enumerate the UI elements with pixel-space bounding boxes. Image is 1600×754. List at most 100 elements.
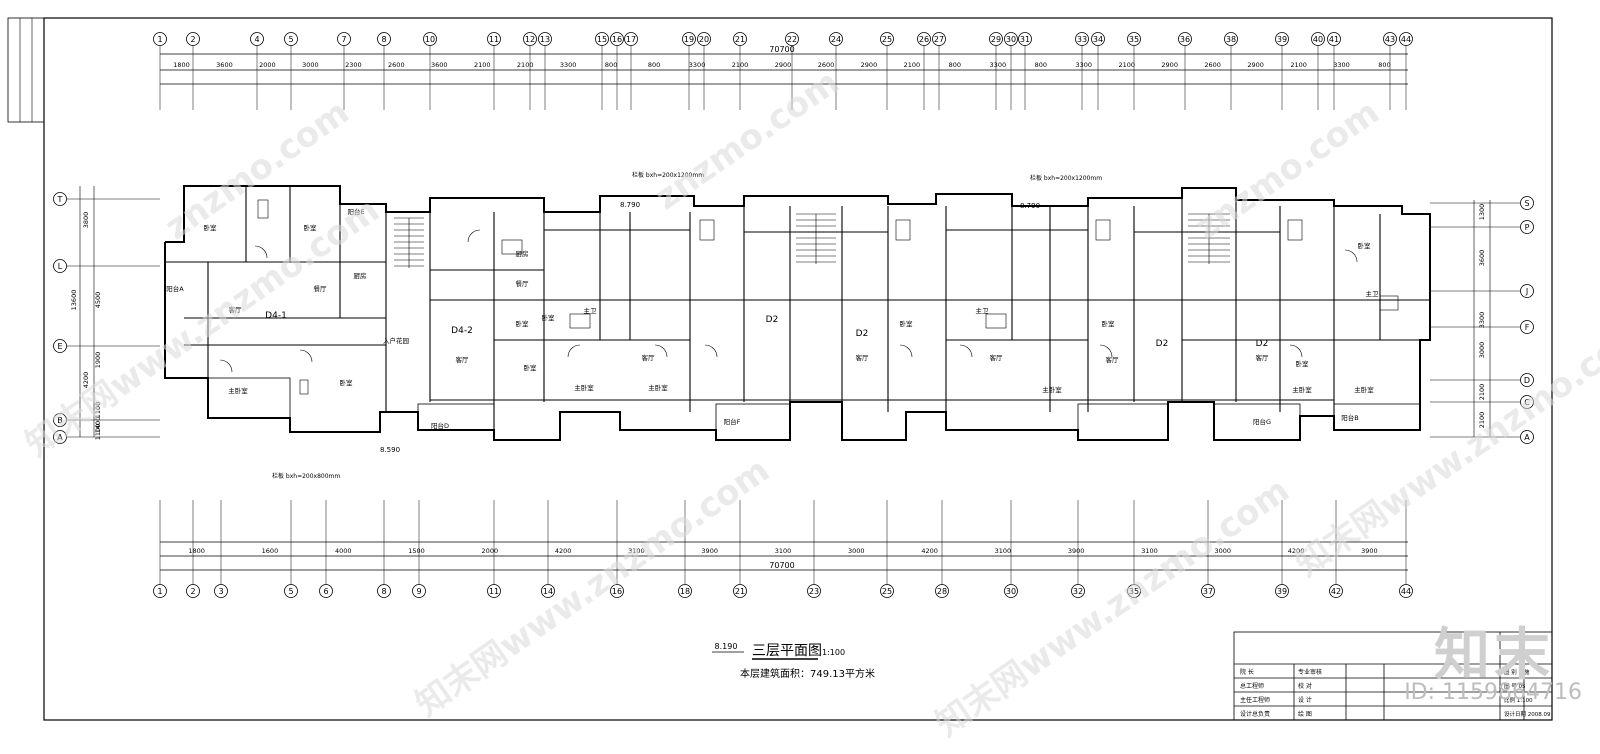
room-label: 主卧室	[574, 383, 594, 392]
right-axis-label: F	[1525, 323, 1530, 332]
top-axis-label: 2	[190, 35, 195, 44]
room-labels: 卧室卧室客厅D4-1主卧室卧室厨房餐厅阳台E阳台A入户花园D4-2客厅卧室卧室主…	[166, 207, 1379, 430]
bottom-axis-label: 28	[937, 587, 947, 596]
right-dimension-value: 3300	[1478, 312, 1486, 329]
tb-row-0-right: 专业审核	[1298, 668, 1322, 676]
top-dimension-value: 2900	[861, 61, 878, 69]
top-dimension-value: 3000	[302, 61, 319, 69]
top-dimension-value: 2900	[1247, 61, 1264, 69]
top-axis-label: 40	[1313, 35, 1323, 44]
room-label: 餐厅	[516, 279, 530, 288]
bottom-axis-label: 16	[612, 587, 622, 596]
top-axis-label: 25	[882, 35, 892, 44]
top-axis-label: 44	[1401, 35, 1411, 44]
room-label: 主卧室	[648, 383, 668, 392]
top-dimension-value: 800	[648, 61, 660, 69]
room-label: 客厅	[229, 305, 243, 314]
top-dimension-value: 1800	[173, 61, 190, 69]
tb-row-3-left: 设计总负责	[1240, 710, 1270, 718]
top-axis-label: 1	[157, 35, 162, 44]
room-label: 阳台D	[431, 421, 449, 430]
tb-row-1-left: 总工程师	[1240, 682, 1264, 690]
bottom-dimension-value: 3100	[628, 547, 645, 555]
drawing-scale: 1:100	[822, 648, 845, 657]
top-axis-label: 15	[597, 35, 607, 44]
top-dimension-value: 3300	[1075, 61, 1092, 69]
railing-note-3: 栏板 bxh=200x800mm	[272, 472, 340, 480]
left-dimension-value: 3800	[82, 212, 90, 229]
railing-note-2: 栏板 bxh=200x1200mm	[1030, 174, 1102, 182]
room-label: 客厅	[1106, 355, 1120, 364]
right-axis-bubble	[1520, 196, 1534, 210]
bottom-axis-label: 30	[1006, 587, 1016, 596]
right-axis-label: D	[1524, 376, 1530, 385]
top-dimension-value: 2600	[388, 61, 405, 69]
room-label: 入户花园	[383, 336, 409, 345]
bottom-axis-label: 37	[1203, 587, 1213, 596]
top-axis-label: 19	[684, 35, 694, 44]
room-label: 阳台A	[166, 284, 184, 293]
bottom-axis-label: 14	[543, 587, 553, 596]
top-dimension-value: 3300	[990, 61, 1007, 69]
tb-drawing-number: 图 号 05	[1504, 682, 1526, 690]
left-axis-bubble	[53, 430, 67, 444]
left-axis-bubble	[53, 413, 67, 427]
top-axis-label: 12	[525, 35, 535, 44]
bottom-axis-label: 9	[416, 587, 421, 596]
top-dimension-value: 2900	[775, 61, 792, 69]
title-block	[1233, 631, 1553, 721]
left-dimension-value: 1100	[94, 424, 102, 441]
bottom-dimension-value: 3000	[1214, 547, 1231, 555]
right-axis-label: J	[1525, 287, 1528, 296]
top-dimension-value: 2600	[1204, 61, 1221, 69]
room-label: 卧室	[542, 313, 556, 322]
top-axis-label: 29	[991, 35, 1001, 44]
total-dimension-top: 70700	[769, 45, 794, 54]
top-axis-label: 27	[934, 35, 944, 44]
top-axis-label: 43	[1385, 35, 1395, 44]
room-label: D4-1	[265, 311, 287, 321]
room-label: 卧室	[340, 378, 354, 387]
bottom-dimension-value: 3100	[1141, 547, 1158, 555]
top-dimension-value: 2000	[259, 61, 276, 69]
top-axis-label: 16	[612, 35, 622, 44]
bottom-dimension-value: 3900	[1361, 547, 1378, 555]
drawing-title: 三层平面图	[752, 643, 822, 659]
left-axis-bubble	[53, 259, 67, 273]
top-dimension-value: 800	[605, 61, 617, 69]
bottom-axis-label: 3	[218, 587, 223, 596]
top-axis-label: 10	[425, 35, 435, 44]
top-dimension-value: 3600	[216, 61, 233, 69]
binding-strip	[7, 17, 45, 123]
room-label: 客厅	[1256, 353, 1270, 362]
right-dimension-value: 2100	[1478, 412, 1486, 429]
tb-row-0-left: 院 长	[1240, 668, 1254, 676]
right-dimension-value: 2100	[1478, 384, 1486, 401]
left-dimension-value: 13600	[70, 290, 78, 311]
top-dimension-value: 2100	[517, 61, 534, 69]
bottom-dimension-value: 4200	[1288, 547, 1305, 555]
room-label: 主卧室	[1292, 385, 1312, 394]
room-label: 卧室	[1296, 359, 1310, 368]
bottom-axis-label: 39	[1277, 587, 1287, 596]
top-dimension-value: 3300	[560, 61, 577, 69]
room-label: 主卫	[976, 306, 990, 315]
tb-scale: 比例 1:100	[1504, 696, 1533, 704]
room-label: 卧室	[1358, 241, 1372, 250]
bottom-dimension-value: 2000	[482, 547, 499, 555]
room-label: 卧室	[1102, 319, 1116, 328]
bottom-dimension-value: 3100	[775, 547, 792, 555]
right-dimension-value: 1300	[1478, 204, 1486, 221]
bottom-axis-label: 25	[882, 587, 892, 596]
right-axis-bubble	[1520, 320, 1534, 334]
room-label: 主卫	[1366, 289, 1380, 298]
bottom-axis-label: 35	[1129, 587, 1139, 596]
left-axis-label: B	[57, 416, 63, 425]
bottom-axis-label: 42	[1331, 587, 1341, 596]
right-axis-bubble	[1520, 430, 1534, 444]
bottom-axis-label: 23	[809, 587, 819, 596]
